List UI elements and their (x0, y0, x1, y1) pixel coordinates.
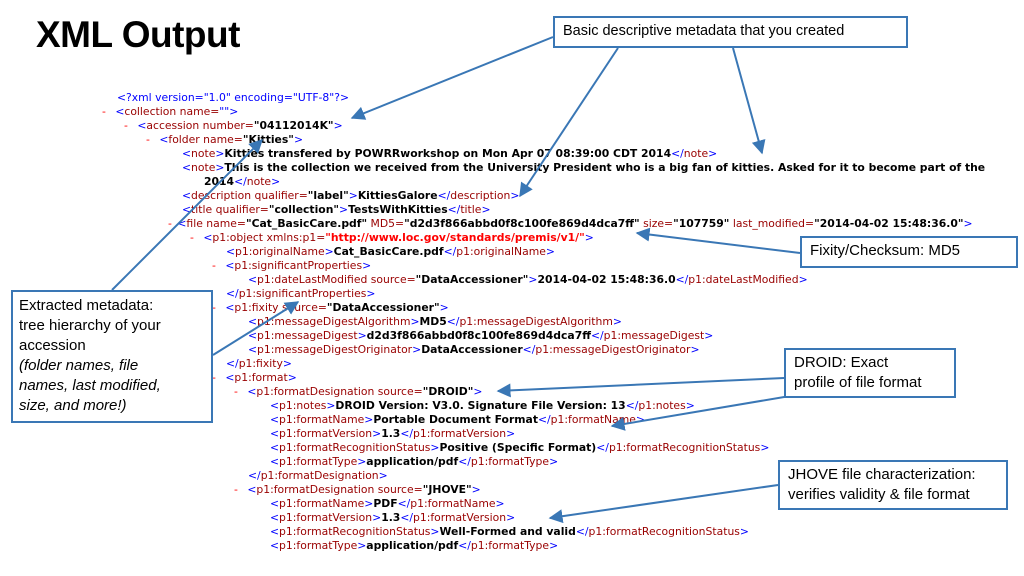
folder-name: "Kitties" (242, 133, 294, 146)
xml-line-date-last-modified: <p1:dateLastModified source="DataAccessi… (248, 273, 808, 286)
xml-line-jhove-format-version: <p1:formatVersion>1.3</p1:formatVersion> (270, 511, 516, 524)
accession-number: "04112014K" (253, 119, 334, 132)
xml-line-file[interactable]: - <file name="Cat_BasicCare.pdf" MD5="d2… (168, 217, 973, 230)
xml-line-fixity-close: </p1:fixity> (226, 357, 292, 370)
description-value: KittiesGalore (357, 189, 438, 202)
note-1-value: Kitties transfered by POWRRworkshop on M… (224, 147, 672, 160)
folder-tag: folder name= (168, 133, 243, 146)
callout-fixity: Fixity/Checksum: MD5 (800, 236, 1018, 268)
xml-line-droid-recognition-status: <p1:formatRecognitionStatus>Positive (Sp… (270, 441, 770, 454)
xml-line-format-designation-close: </p1:formatDesignation> (248, 469, 388, 482)
callout-droid: DROID: Exact profile of file format (784, 348, 956, 398)
premis-namespace: "http://www.loc.gov/standards/premis/v1/… (325, 231, 585, 244)
xml-line-original-name: <p1:originalName>Cat_BasicCare.pdf</p1:o… (226, 245, 555, 258)
file-last-modified: "2014-04-02 15:48:36.0" (814, 217, 964, 230)
xml-line-significant-properties[interactable]: - <p1:significantProperties> (212, 259, 372, 272)
xml-declaration: <?xml version="1.0" encoding="UTF-8"?> (117, 91, 349, 105)
file-size: "107759" (673, 217, 730, 230)
xml-line-significant-properties-close: </p1:significantProperties> (226, 287, 376, 300)
xml-line-format-designation-droid[interactable]: - <p1:formatDesignation source="DROID"> (234, 385, 483, 398)
note-2-value: This is the collection we received from … (224, 161, 986, 174)
xml-line-note-2: <note>This is the collection we received… (182, 161, 986, 174)
collapse-toggle[interactable]: - (212, 259, 216, 272)
xml-line-title: <title qualifier="collection">TestsWithK… (182, 203, 491, 216)
xml-line-fixity[interactable]: - <p1:fixity source="DataAccessioner"> (212, 301, 449, 314)
xml-line-note-2-cont: 2014</note> (204, 175, 281, 188)
collapse-toggle[interactable]: - (146, 133, 150, 146)
xml-line-droid-notes: <p1:notes>DROID Version: V3.0. Signature… (270, 399, 695, 412)
xml-line-collection[interactable]: - <collection name=""> (102, 105, 239, 118)
collapse-toggle[interactable]: - (234, 385, 238, 398)
file-name: "Cat_BasicCare.pdf" (245, 217, 368, 230)
xml-line-object[interactable]: - <p1:object xmlns:p1="http://www.loc.go… (190, 231, 594, 244)
callout-basic-metadata: Basic descriptive metadata that you crea… (553, 16, 908, 48)
xml-line-droid-format-version: <p1:formatVersion>1.3</p1:formatVersion> (270, 427, 516, 440)
xml-line-droid-format-name: <p1:formatName>Portable Document Format<… (270, 413, 645, 426)
xml-line-note-1: <note>Kitties transfered by POWRRworksho… (182, 147, 718, 160)
xml-line-digest: <p1:messageDigest>d2d3f866abbd0f8c100fe8… (248, 329, 714, 342)
xml-line-jhove-format-name: <p1:formatName>PDF</p1:formatName> (270, 497, 505, 510)
file-md5: "d2d3f866abbd0f8c100fe869d4dca7ff" (404, 217, 640, 230)
collapse-toggle[interactable]: - (190, 231, 194, 244)
xml-declaration-text: <?xml version="1.0" encoding="UTF-8"?> (117, 91, 350, 104)
xml-line-jhove-format-type: <p1:formatType>application/pdf</p1:forma… (270, 539, 559, 551)
collection-tag: collection name= (124, 105, 220, 118)
accession-tag: accession number= (146, 119, 254, 132)
callout-jhove: JHOVE file characterization: verifies va… (778, 460, 1008, 510)
page-title: XML Output (36, 14, 240, 55)
xml-line-folder[interactable]: - <folder name="Kitties"> (146, 133, 303, 146)
collapse-toggle[interactable]: - (124, 119, 128, 132)
callout-extracted-metadata: Extracted metadata: tree hierarchy of yo… (11, 290, 213, 423)
xml-line-digest-algorithm: <p1:messageDigestAlgorithm>MD5</p1:messa… (248, 315, 622, 328)
collapse-toggle[interactable]: - (234, 483, 238, 496)
xml-line-format[interactable]: - <p1:format> (212, 371, 297, 384)
title-value: TestsWithKitties (348, 203, 448, 216)
xml-line-description: <description qualifier="label">KittiesGa… (182, 189, 520, 202)
xml-line-accession[interactable]: - <accession number="04112014K"> (124, 119, 343, 132)
xml-line-jhove-recognition-status: <p1:formatRecognitionStatus>Well-Formed … (270, 525, 749, 538)
xml-line-format-designation-jhove[interactable]: - <p1:formatDesignation source="JHOVE"> (234, 483, 481, 496)
collapse-toggle[interactable]: - (102, 105, 106, 118)
collapse-toggle[interactable]: - (212, 371, 216, 384)
xml-line-droid-format-type: <p1:formatType>application/pdf</p1:forma… (270, 455, 559, 468)
collapse-toggle[interactable]: - (168, 217, 172, 230)
xml-line-digest-originator: <p1:messageDigestOriginator>DataAccessio… (248, 343, 700, 356)
